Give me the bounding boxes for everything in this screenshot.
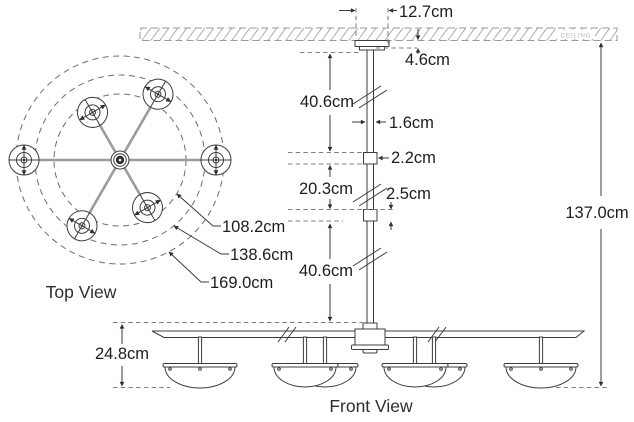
ceiling-band: CEILING — [139, 27, 618, 41]
dim-upper-coupling-label: 2.2cm — [391, 149, 436, 167]
bowl-shades — [162, 363, 579, 389]
top-view-center-hub — [110, 150, 130, 170]
front-view-group: CEILING — [95, 3, 629, 416]
canopy — [354, 40, 390, 51]
light-right — [200, 144, 232, 176]
dim-ceiling-to-canopy-label: 4.6cm — [405, 51, 450, 69]
lower-coupling — [363, 209, 378, 222]
rod-break-marks — [352, 85, 388, 271]
dim-upper-rod-label: 40.6cm — [300, 93, 354, 111]
light-lower-right — [126, 186, 169, 229]
front-view-label: Front View — [329, 396, 413, 416]
diameter-leader-lines — [168, 193, 229, 283]
top-view-group: 108.2cm 138.6cm 169.0cm Top View — [8, 55, 293, 302]
ceiling-label: CEILING — [561, 33, 592, 40]
dim-canopy-width-label: 12.7cm — [399, 3, 453, 21]
upper-coupling — [363, 152, 378, 165]
bowl-single-right — [503, 363, 579, 389]
top-view-label: Top View — [46, 282, 117, 302]
bowl-single-left — [162, 363, 238, 389]
fixture-center-hub — [351, 322, 389, 354]
dimension-lines — [113, 8, 610, 388]
light-lower-left — [60, 204, 104, 247]
dim-lower-coupling-label: 2.5cm — [386, 185, 431, 203]
dim-fixture-height-label: 24.8cm — [95, 345, 149, 363]
light-upper-left — [71, 91, 114, 134]
dim-overall-height-label: 137.0cm — [565, 204, 628, 222]
arm-break-marks — [277, 326, 447, 343]
dim-inner-diameter-label: 108.2cm — [222, 218, 285, 236]
light-left — [8, 144, 40, 176]
bowl-front-left — [271, 363, 339, 388]
dim-lower-rod-label: 40.6cm — [299, 262, 353, 280]
dim-rod-diameter-label: 1.6cm — [389, 114, 434, 132]
light-upper-right — [136, 73, 180, 116]
dim-middle-diameter-label: 138.6cm — [230, 246, 293, 264]
dim-middle-rod-label: 20.3cm — [299, 180, 353, 198]
dim-outer-diameter-label: 169.0cm — [210, 274, 273, 292]
bowl-front-right — [381, 363, 449, 388]
